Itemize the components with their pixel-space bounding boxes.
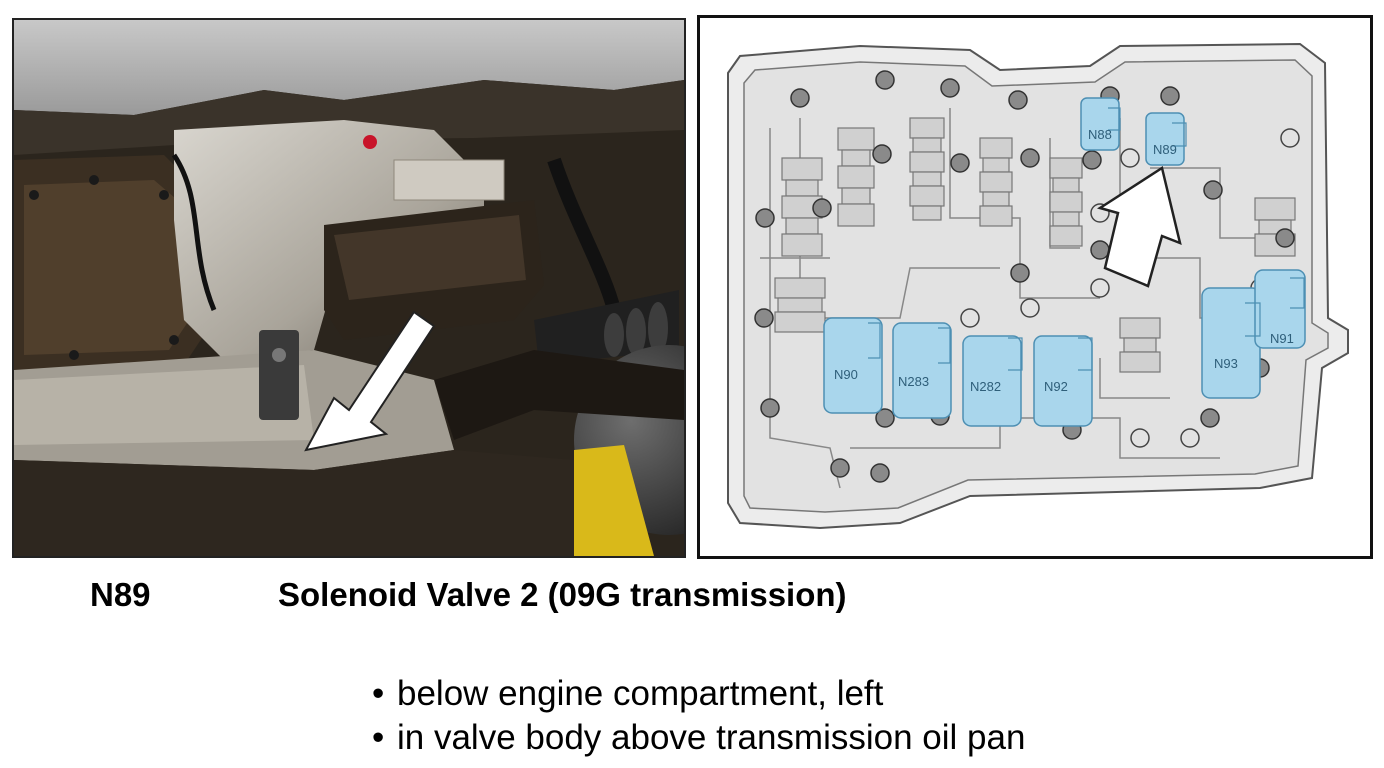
location-list: below engine compartment, left in valve … <box>372 672 1025 760</box>
solenoid-n92 <box>1033 335 1093 427</box>
solenoid-n283 <box>892 322 952 419</box>
label-n93: N93 <box>1214 356 1238 371</box>
solenoid-n90 <box>823 317 883 414</box>
solenoid-n93 <box>1201 287 1261 399</box>
valve-body-diagram: N88 N89 N90 N283 N282 N92 N93 N91 <box>697 15 1373 559</box>
valve-body-schematic: N88 N89 N90 N283 N282 N92 N93 N91 <box>727 42 1349 530</box>
component-title: Solenoid Valve 2 (09G transmission) <box>278 576 847 613</box>
label-n282: N282 <box>970 379 1001 394</box>
label-n92: N92 <box>1044 379 1068 394</box>
label-n89: N89 <box>1153 142 1177 157</box>
pointer-arrow <box>1096 165 1182 288</box>
solenoid-n91 <box>1254 269 1306 349</box>
vehicle-underside-illustration <box>14 20 684 556</box>
vehicle-underside-photo <box>12 18 686 558</box>
solenoid-n88 <box>1080 97 1120 151</box>
label-n88: N88 <box>1088 127 1112 142</box>
label-n283: N283 <box>898 374 929 389</box>
location-item: below engine compartment, left <box>372 672 1025 716</box>
location-item: in valve body above transmission oil pan <box>372 716 1025 760</box>
solenoid-n89 <box>1145 112 1185 166</box>
solenoid-n282 <box>962 335 1022 427</box>
component-code: N89 <box>90 576 151 613</box>
label-n91: N91 <box>1270 331 1294 346</box>
label-n90: N90 <box>834 367 858 382</box>
